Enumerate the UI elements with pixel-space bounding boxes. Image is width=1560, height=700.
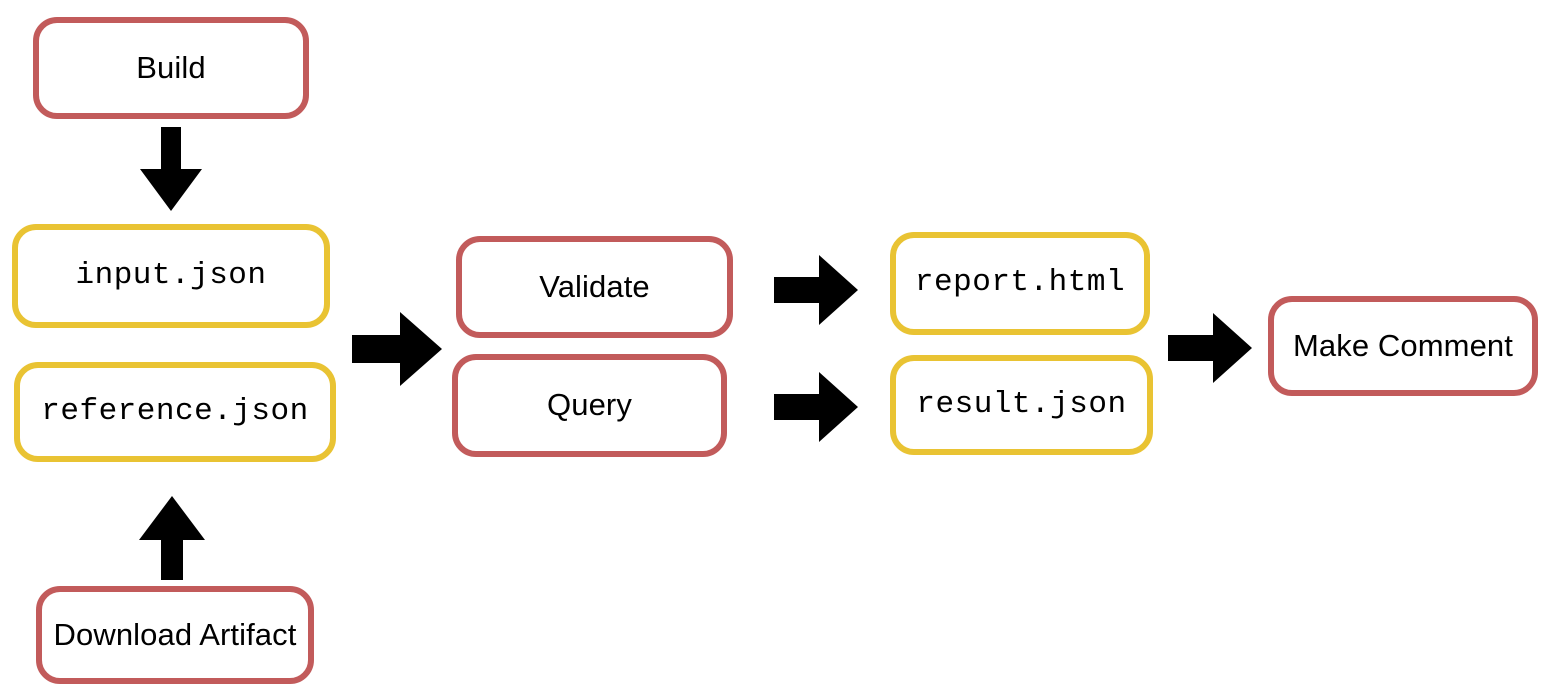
- node-result-json-label: result.json: [916, 386, 1127, 422]
- arrow-right-outputs-to-make-comment-icon: [1168, 313, 1252, 383]
- node-make-comment[interactable]: Make Comment: [1268, 296, 1538, 396]
- node-download-artifact-label: Download Artifact: [53, 616, 297, 652]
- node-make-comment-label: Make Comment: [1293, 327, 1513, 363]
- node-report-html[interactable]: report.html: [890, 232, 1150, 335]
- node-input-json[interactable]: input.json: [12, 224, 330, 328]
- node-reference-json-label: reference.json: [41, 393, 309, 429]
- node-download-artifact[interactable]: Download Artifact: [36, 586, 314, 684]
- arrow-right-validate-to-report-icon: [774, 255, 858, 325]
- arrow-right-query-to-result-icon: [774, 372, 858, 442]
- arrow-down-build-to-input-icon: [140, 127, 202, 211]
- node-reference-json[interactable]: reference.json: [14, 362, 336, 462]
- node-validate-label: Validate: [539, 268, 650, 304]
- node-input-json-label: input.json: [75, 257, 267, 293]
- arrow-up-download-to-reference-icon: [139, 496, 205, 580]
- node-build-label: Build: [136, 49, 206, 85]
- arrow-right-inputs-to-jobs-icon: [352, 312, 442, 386]
- node-query-label: Query: [547, 387, 632, 423]
- node-build[interactable]: Build: [33, 17, 309, 119]
- node-report-html-label: report.html: [914, 265, 1126, 301]
- node-result-json[interactable]: result.json: [890, 355, 1153, 455]
- node-query[interactable]: Query: [452, 354, 727, 457]
- node-validate[interactable]: Validate: [456, 236, 733, 338]
